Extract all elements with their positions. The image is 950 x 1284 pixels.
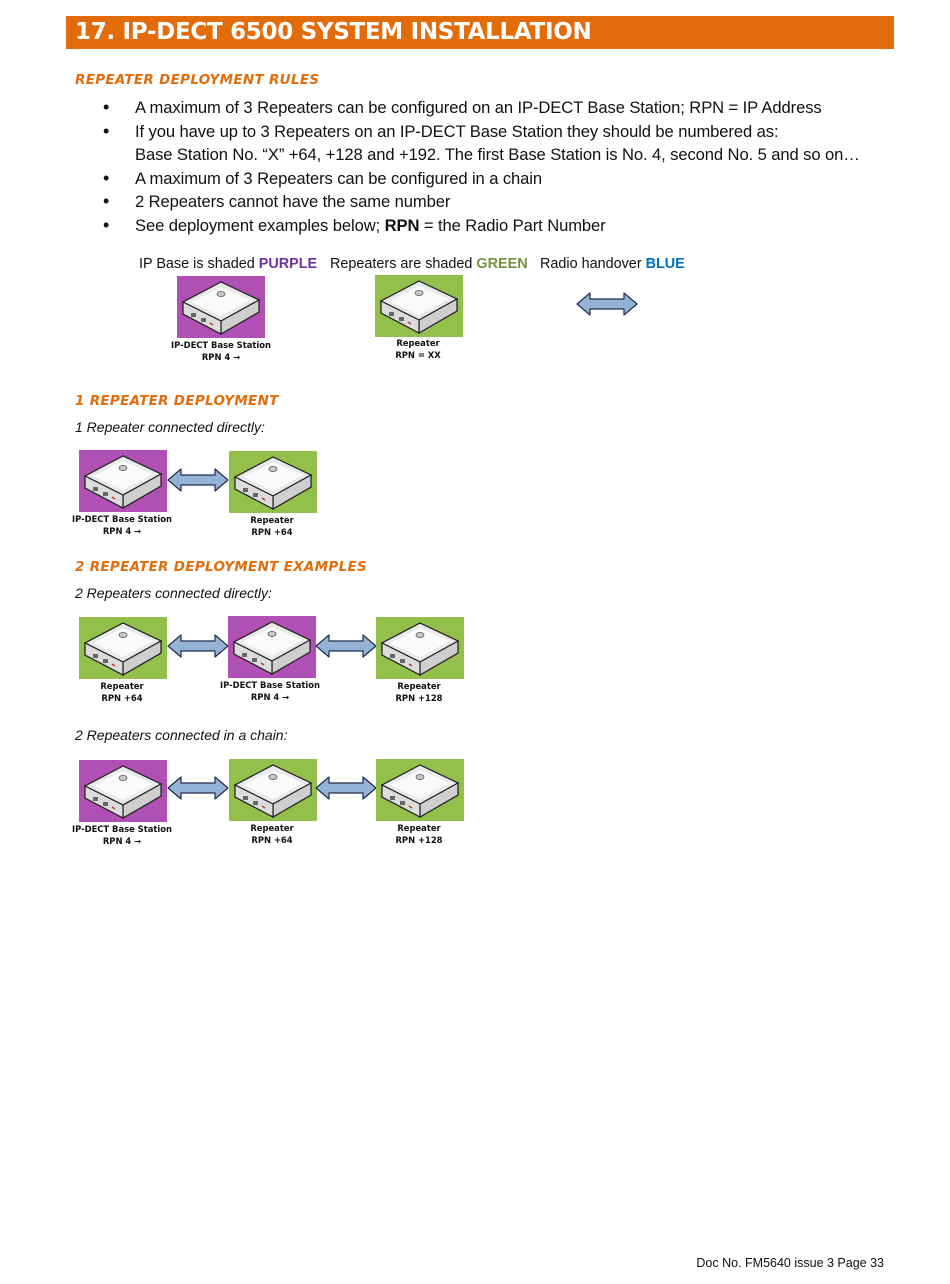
caption-rpn: RPN +128 bbox=[395, 835, 443, 845]
caption-rpn: RPN 4 → bbox=[102, 526, 142, 536]
legend-green-word: GREEN bbox=[476, 256, 528, 272]
section-heading-2-repeaters: 2 REPEATER DEPLOYMENT EXAMPLES bbox=[75, 559, 368, 575]
list-item: If you have up to 3 Repeaters on an IP-D… bbox=[103, 120, 903, 167]
caption-name: Repeater bbox=[250, 515, 294, 525]
dect-repeater-icon bbox=[229, 759, 317, 821]
handover-arrow-icon bbox=[167, 775, 229, 801]
caption-rpn: RPN 4 → bbox=[201, 352, 241, 362]
handover-arrow-icon bbox=[315, 775, 377, 801]
caption-rpn: RPN +64 bbox=[251, 527, 293, 537]
bullet-text: If you have up to 3 Repeaters on an IP-D… bbox=[135, 121, 779, 141]
caption-name: Repeater bbox=[100, 681, 144, 691]
legend-handover-label: Radio handover BLUE bbox=[540, 256, 685, 272]
page-title: 17. IP-DECT 6500 SYSTEM INSTALLATION bbox=[66, 16, 894, 49]
legend-base-label: IP Base is shaded PURPLE bbox=[139, 256, 317, 272]
bullet-text: = the Radio Part Number bbox=[419, 215, 606, 235]
list-item: 2 Repeaters cannot have the same number bbox=[103, 190, 903, 214]
dect-repeater-icon bbox=[376, 759, 464, 821]
legend-repeater-label: Repeaters are shaded GREEN bbox=[330, 256, 528, 272]
legend-handover-text: Radio handover bbox=[540, 256, 646, 272]
legend-purple-word: PURPLE bbox=[258, 256, 318, 272]
handover-arrow-icon bbox=[167, 467, 229, 493]
caption-rpn: RPN = XX bbox=[395, 350, 441, 360]
subheading-direct: 1 Repeater connected directly: bbox=[75, 419, 265, 435]
rpn-term: RPN bbox=[384, 215, 420, 235]
dect-base-station-icon bbox=[79, 450, 167, 512]
caption-name: IP-DECT Base Station bbox=[171, 340, 271, 350]
bullet-text: A maximum of 3 Repeaters can be configur… bbox=[135, 98, 822, 117]
handover-arrow-icon bbox=[315, 633, 377, 659]
caption-name: IP-DECT Base Station bbox=[220, 680, 320, 690]
bullet-text: See deployment examples below; bbox=[135, 215, 385, 235]
caption-rpn: RPN 4 → bbox=[250, 692, 290, 702]
bullet-continuation: Base Station No. “X” +64, +128 and +192.… bbox=[135, 145, 860, 164]
caption-rpn: RPN 4 → bbox=[102, 836, 142, 846]
bullet-text: 2 Repeaters cannot have the same number bbox=[135, 192, 451, 211]
caption-name: Repeater bbox=[396, 338, 440, 348]
legend-blue-word: BLUE bbox=[645, 256, 685, 272]
dect-base-station-icon bbox=[79, 760, 167, 822]
dect-repeater-icon bbox=[79, 617, 167, 679]
caption-rpn: RPN +64 bbox=[251, 835, 293, 845]
caption-name: Repeater bbox=[397, 823, 441, 833]
dect-repeater-icon bbox=[375, 275, 463, 337]
dect-repeater-icon bbox=[229, 451, 317, 513]
subheading-chain: 2 Repeaters connected in a chain: bbox=[75, 727, 288, 743]
dect-base-station-icon bbox=[177, 276, 265, 338]
dect-base-station-icon bbox=[228, 616, 316, 678]
section-heading-1-repeater: 1 REPEATER DEPLOYMENT bbox=[75, 393, 279, 409]
legend-repeater-text: Repeaters are shaded bbox=[330, 256, 477, 272]
rules-list: A maximum of 3 Repeaters can be configur… bbox=[103, 96, 903, 237]
handover-arrow-icon bbox=[576, 291, 638, 317]
page-footer: Doc No. FM5640 issue 3 Page 33 bbox=[696, 1256, 884, 1270]
caption-rpn: RPN +64 bbox=[101, 693, 143, 703]
bullet-text: A maximum of 3 Repeaters can be configur… bbox=[135, 168, 543, 188]
dect-repeater-icon bbox=[376, 617, 464, 679]
list-item: A maximum of 3 Repeaters can be configur… bbox=[103, 167, 903, 191]
caption-rpn: RPN +128 bbox=[395, 693, 443, 703]
handover-arrow-icon bbox=[167, 633, 229, 659]
list-item: A maximum of 3 Repeaters can be configur… bbox=[103, 96, 903, 120]
list-item: See deployment examples below; RPN = the… bbox=[103, 214, 903, 238]
legend-base-text: IP Base is shaded bbox=[139, 256, 259, 272]
caption-name: IP-DECT Base Station bbox=[72, 514, 172, 524]
subheading-direct-2: 2 Repeaters connected directly: bbox=[75, 585, 272, 601]
section-heading-rules: REPEATER DEPLOYMENT RULES bbox=[75, 72, 320, 88]
caption-name: IP-DECT Base Station bbox=[72, 824, 172, 834]
caption-name: Repeater bbox=[250, 823, 294, 833]
caption-name: Repeater bbox=[397, 681, 441, 691]
